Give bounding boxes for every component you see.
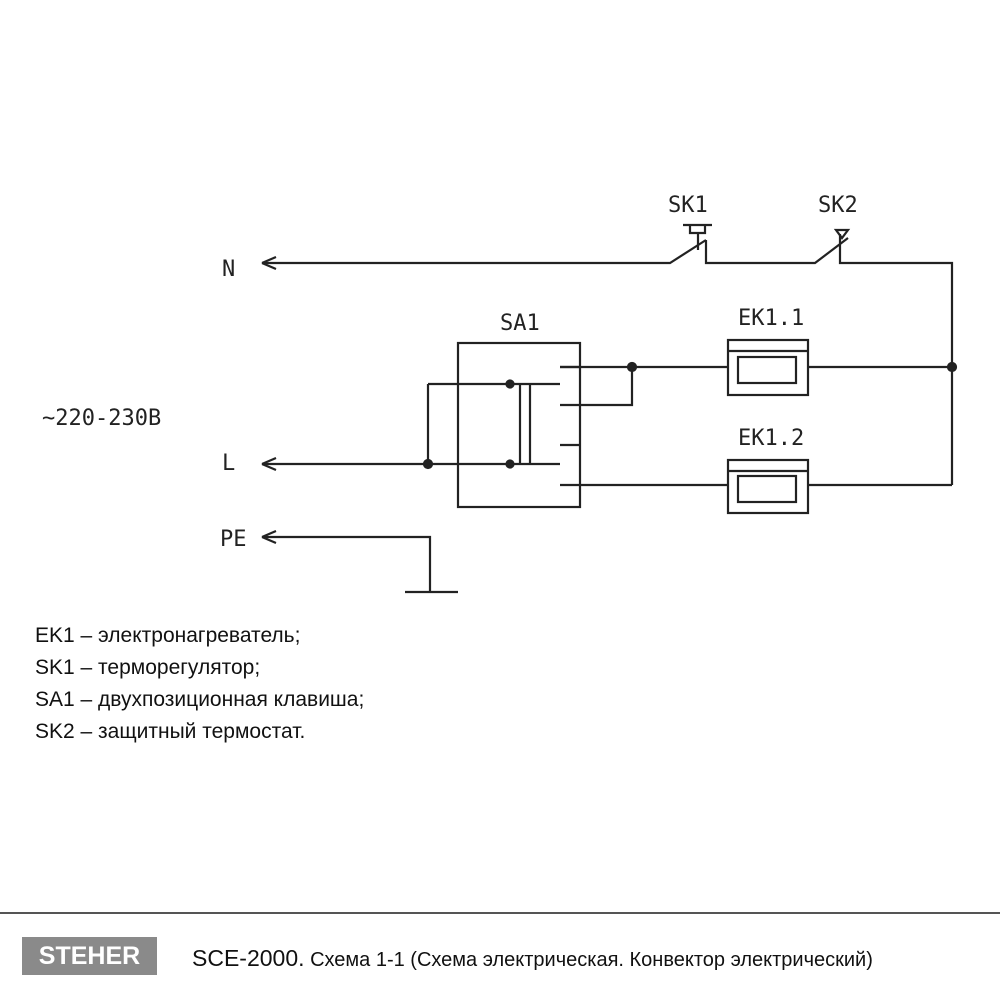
heater-ek1-2 [726,458,810,515]
logo-text: STEHER [38,941,141,970]
sk1-thermoregulator-symbol [683,223,712,250]
legend-item: SK1 – терморегулятор; [35,656,261,679]
label-voltage: ~220-230В [42,406,161,431]
label-l: L [222,451,235,476]
sk2-thermostat-symbol [833,228,851,240]
label-ek1-1: EK1.1 [738,306,804,331]
pe-ground [261,529,458,594]
heater-ek1-1 [726,338,810,397]
junction-dots [422,361,958,470]
legend-item: SA1 – двухпозиционная клавиша; [35,688,365,711]
neutral-line [261,234,954,485]
model-name: SCE-2000. [192,945,305,971]
caption-text: Схема 1-1 (Схема электрическая. Конвекто… [304,949,873,971]
label-sk2: SK2 [818,193,858,218]
heater-branch-lines [560,365,952,487]
footer-caption: SCE-2000. Схема 1-1 (Схема электрическая… [192,945,873,972]
label-sa1: SA1 [500,311,540,336]
legend-item: SK2 – защитный термостат. [35,720,306,743]
label-pe: PE [220,527,247,552]
legend-item: EK1 – электронагреватель; [35,624,301,647]
footer-divider [0,912,1000,914]
label-sk1: SK1 [668,193,708,218]
label-n: N [222,257,235,282]
steher-logo: STEHER [22,937,157,975]
label-ek1-2: EK1.2 [738,426,804,451]
